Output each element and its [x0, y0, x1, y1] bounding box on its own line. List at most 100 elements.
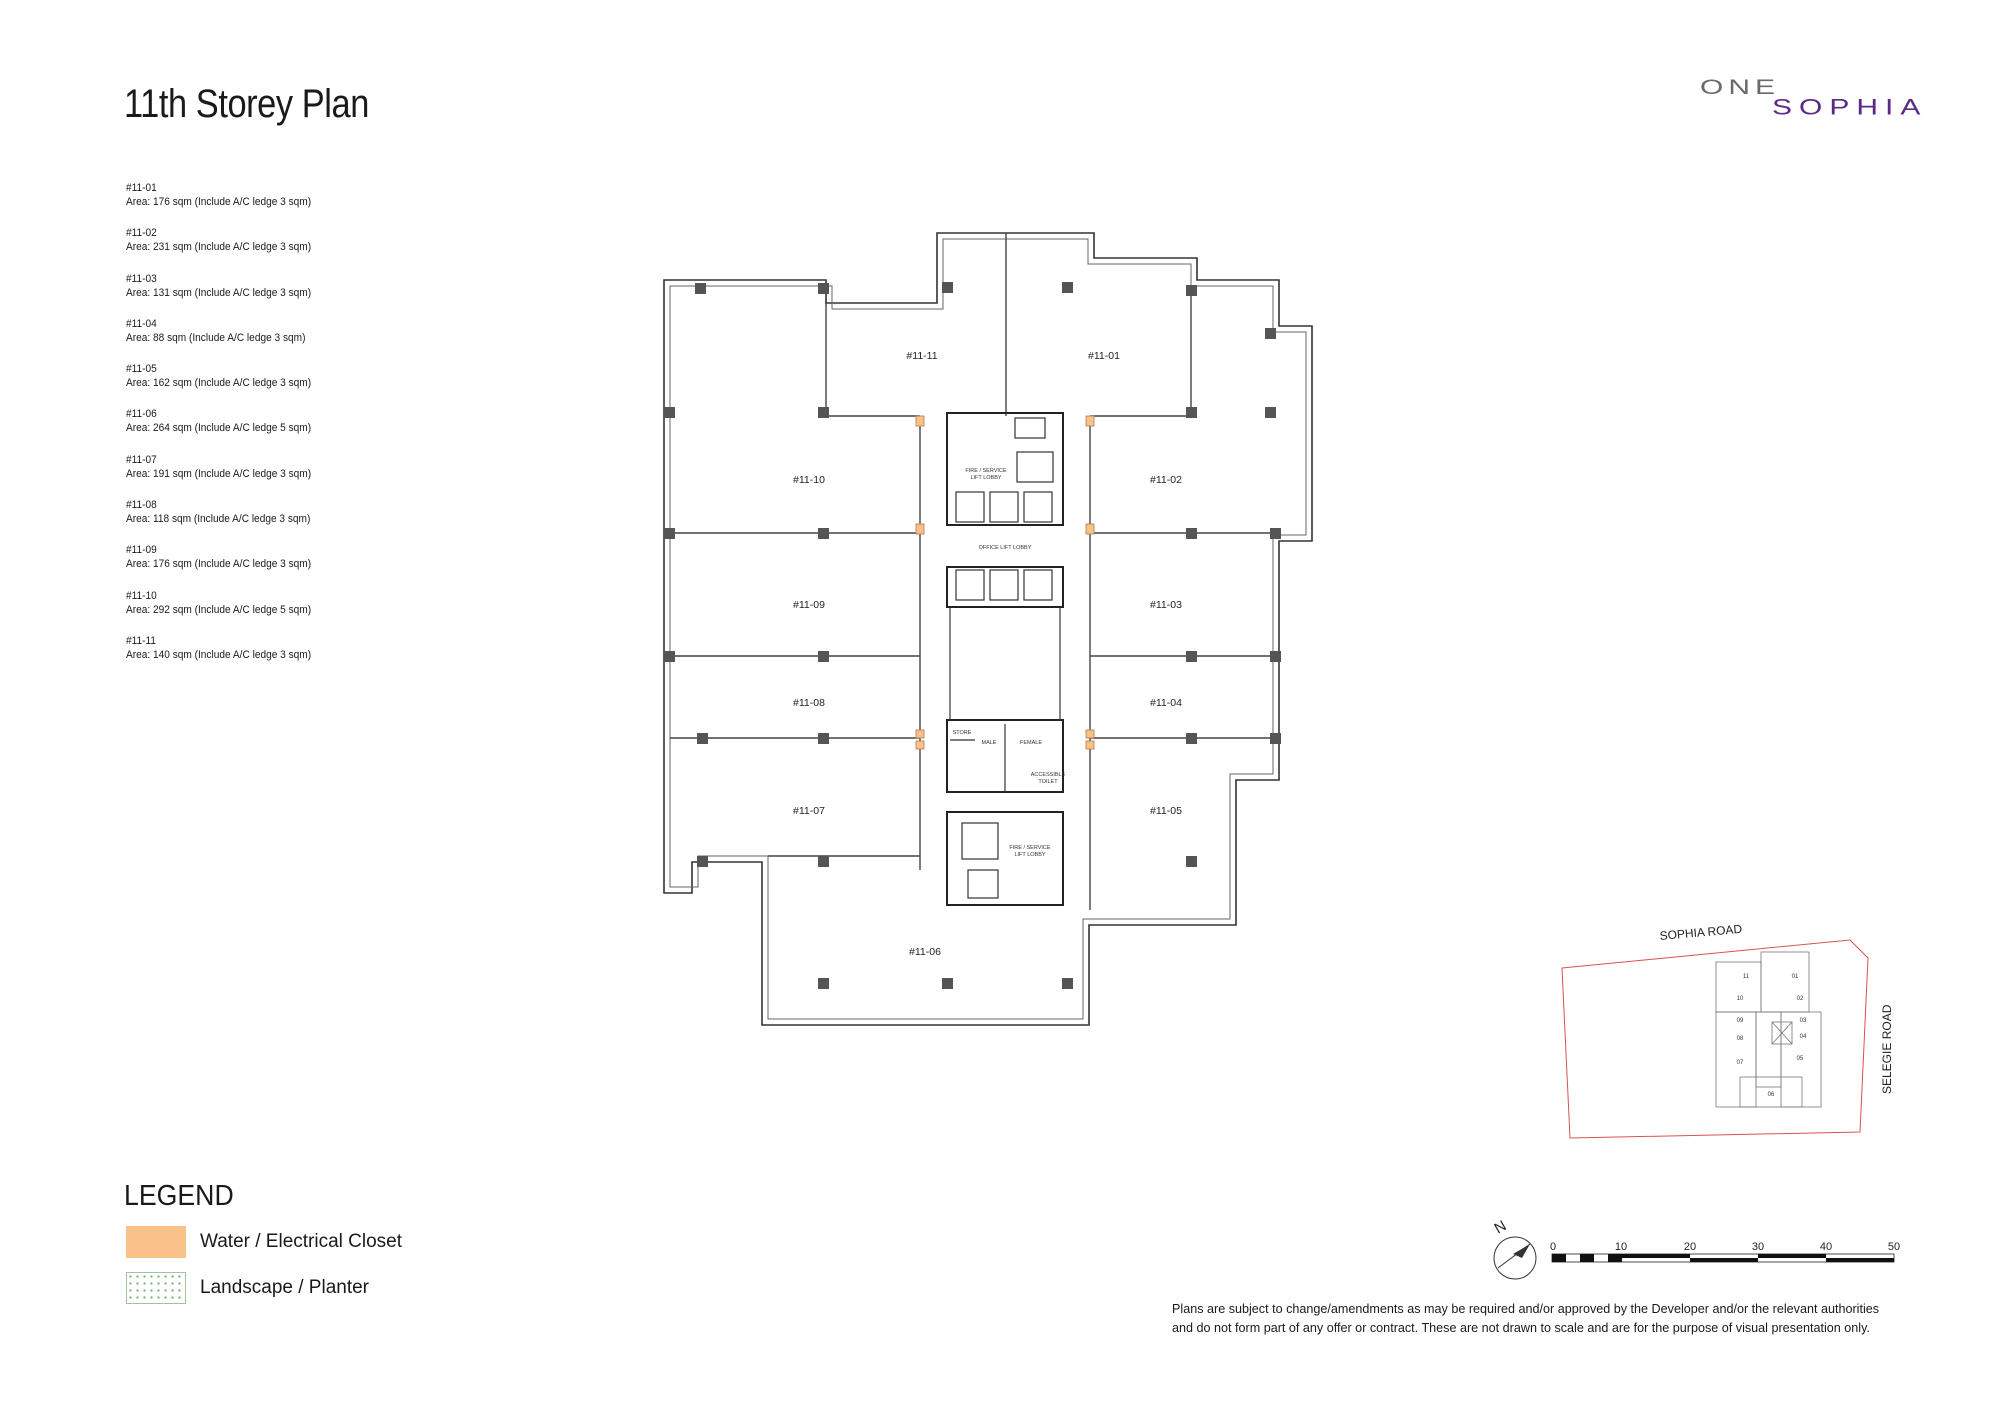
core-label: FIRE / SERVICE	[965, 468, 1006, 474]
key-plan-label: 11	[1743, 974, 1750, 980]
unit-label: #11-10	[793, 474, 825, 486]
road-label-sophia: SOPHIA ROAD	[1659, 922, 1743, 943]
column	[697, 856, 708, 867]
scale-seg	[1622, 1254, 1690, 1258]
core-label: LIFT LOBBY	[970, 475, 1001, 481]
building-outline	[663, 232, 1313, 1026]
key-plan-core	[1771, 1021, 1793, 1045]
unit-area: Area: 162 sqm (Include A/C ledge 3 sqm)	[126, 377, 312, 390]
lift-car	[955, 491, 985, 523]
site-boundary	[1561, 939, 1869, 1139]
road-label-selegie: SELEGIE ROAD	[1880, 1004, 1894, 1094]
legend-title: LEGEND	[124, 1180, 234, 1212]
planter-swatch	[126, 1272, 186, 1304]
legend-item-closet: Water / Electrical Closet	[126, 1225, 402, 1259]
page-title: 11th Storey Plan	[124, 82, 369, 126]
column	[664, 407, 675, 418]
unit-area: Area: 176 sqm (Include A/C ledge 3 sqm)	[126, 196, 312, 208]
key-plan-label: 08	[1737, 1036, 1744, 1042]
unit-id: #11-09	[126, 544, 157, 557]
scale-seg	[1826, 1258, 1894, 1262]
column	[818, 283, 829, 294]
unit-label: #11-11	[906, 350, 937, 362]
unit-id: #11-01	[126, 182, 157, 194]
column	[664, 528, 675, 539]
column	[942, 282, 953, 293]
logo-line-sophia: SOPHIA	[1772, 95, 1928, 120]
column	[1186, 856, 1197, 867]
lift-car	[1023, 491, 1053, 523]
column	[1062, 282, 1073, 293]
unit-area: Area: 191 sqm (Include A/C ledge 3 sqm)	[126, 467, 312, 480]
north-arrow: N	[1492, 1217, 1537, 1280]
core-label: MALE	[982, 740, 997, 746]
service-lift	[961, 822, 999, 860]
unit-id: #11-03	[126, 272, 157, 285]
core-fire-lift-lobby-south	[946, 811, 1064, 906]
stair	[1014, 417, 1046, 439]
logo-line-one: ONE	[1700, 76, 1781, 100]
unit-area: Area: 140 sqm (Include A/C ledge 3 sqm)	[126, 648, 312, 661]
unit-area: Area: 231 sqm (Include A/C ledge 3 sqm)	[126, 241, 312, 254]
unit-id: #11-02	[126, 227, 157, 240]
column	[818, 407, 829, 418]
scale-seg	[1552, 1254, 1566, 1262]
unit-id: #11-10	[126, 589, 157, 602]
key-plan-label: 06	[1768, 1092, 1775, 1098]
lift-car	[989, 569, 1019, 601]
brand-logo: ONE SOPHIA	[1700, 76, 1940, 126]
scale-tick: 20	[1684, 1241, 1696, 1253]
building-outline-inner	[669, 238, 1307, 1020]
key-plan: 11 01 10 02 09 03 08 04 07 05 06 SOPHIA …	[1561, 922, 1894, 1139]
water-electrical-closet	[1085, 523, 1095, 535]
unit-id: #11-05	[126, 363, 157, 376]
column	[664, 651, 675, 662]
key-plan-label: 09	[1737, 1018, 1744, 1024]
core-fire-lift-lobby-north	[946, 412, 1064, 526]
disclaimer: Plans are subject to change/amendments a…	[1172, 1300, 1879, 1338]
north-arrow-head	[1513, 1244, 1530, 1258]
key-plan-label: 03	[1800, 1018, 1807, 1024]
unit-id: #11-07	[126, 453, 157, 466]
lift-car	[989, 491, 1019, 523]
disclaimer-line: and do not form part of any offer or con…	[1172, 1321, 1870, 1335]
unit-label: #11-08	[793, 697, 825, 709]
water-electrical-closet	[915, 523, 925, 535]
stair	[967, 869, 999, 899]
unit-area: Area: 131 sqm (Include A/C ledge 3 sqm)	[126, 286, 312, 299]
water-electrical-closet	[915, 415, 925, 427]
unit-area: Area: 118 sqm (Include A/C ledge 3 sqm)	[126, 513, 311, 526]
column	[818, 733, 829, 744]
column	[1186, 651, 1197, 662]
key-plan-building	[1755, 1011, 1782, 1088]
scale-seg	[1580, 1254, 1594, 1262]
column	[1265, 328, 1276, 339]
legend-label: Landscape / Planter	[200, 1277, 370, 1298]
key-plan-label: 05	[1797, 1056, 1804, 1062]
core-label: LIFT LOBBY	[1014, 852, 1045, 858]
water-electrical-closet	[1085, 729, 1095, 739]
core-label: FEMALE	[1020, 740, 1042, 746]
scale-bar: 0 10 20 30 40 50	[1550, 1241, 1900, 1263]
key-plan-label: 07	[1737, 1060, 1744, 1066]
water-electrical-closet	[1085, 415, 1095, 427]
legend-item-planter: Landscape / Planter	[126, 1271, 369, 1305]
core-label: ACCESSIBLE	[1031, 772, 1066, 778]
scale-seg	[1758, 1254, 1826, 1258]
column	[1270, 651, 1281, 662]
legend-label: Water / Electrical Closet	[200, 1231, 403, 1252]
column	[1186, 733, 1197, 744]
column	[695, 283, 706, 294]
unit-id: #11-11	[126, 634, 157, 647]
scale-seg	[1608, 1254, 1622, 1262]
